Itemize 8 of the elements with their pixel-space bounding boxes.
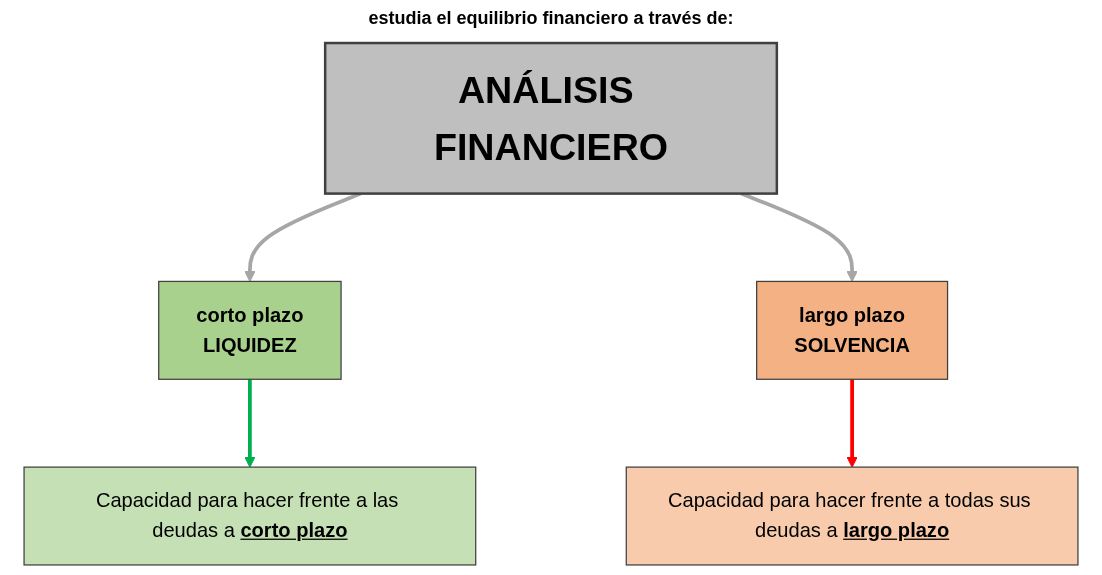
arrow: [244, 379, 256, 468]
node-box: ANÁLISIS FINANCIERO: [323, 41, 779, 195]
node-box: Capacidad para hacer frente a todas sus deudas a largo plazo: [625, 466, 1079, 566]
arrow: [846, 379, 858, 468]
node-box: Capacidad para hacer frente a las deudas a corto plazo: [23, 466, 477, 566]
subtitle-text: estudia el equilibrio financiero a través de:: [368, 8, 734, 29]
node-box: largo plazo SOLVENCIA: [756, 280, 949, 380]
node-box: corto plazo LIQUIDEZ: [158, 280, 342, 380]
